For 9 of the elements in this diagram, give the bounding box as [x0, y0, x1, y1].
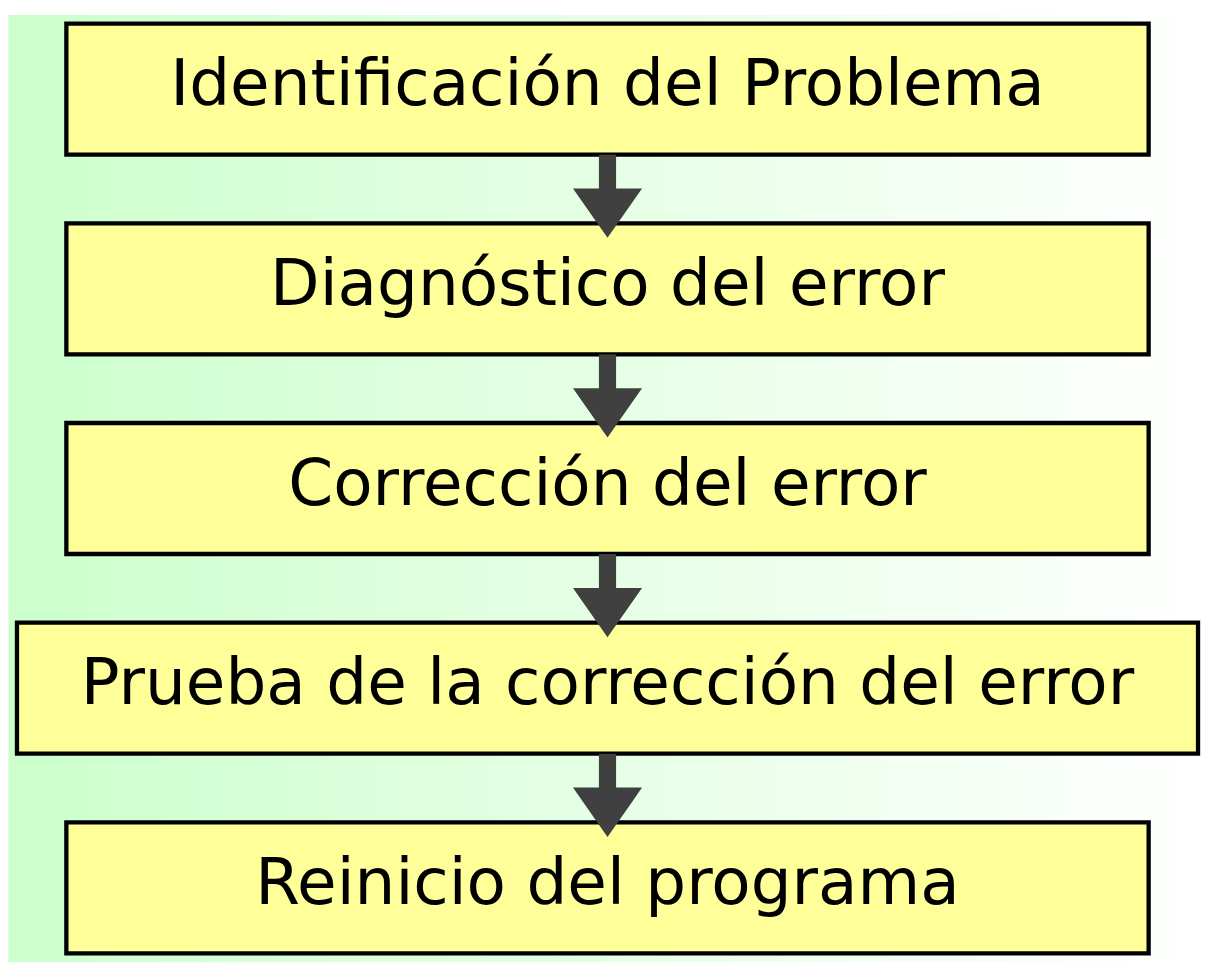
arrow — [572, 154, 643, 238]
node-box: Identificación del Problema — [64, 20, 1151, 157]
arrow — [572, 553, 643, 637]
node-box: Prueba de la corrección del error — [14, 620, 1201, 756]
node-box: Corrección del error — [64, 420, 1151, 556]
node-box: Diagnóstico del error — [64, 220, 1151, 356]
node-box: Reinicio del programa — [64, 819, 1151, 956]
arrow — [572, 353, 643, 438]
arrow — [572, 753, 643, 837]
